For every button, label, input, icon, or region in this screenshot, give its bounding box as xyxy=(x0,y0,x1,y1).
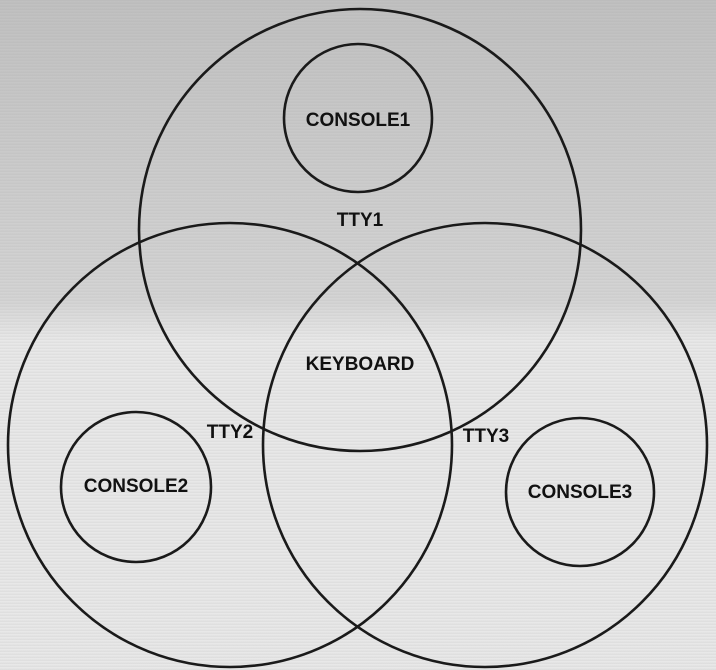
tty1-label: TTY1 xyxy=(337,210,384,231)
tty1-circle xyxy=(137,7,583,453)
tty3-circle xyxy=(261,221,709,669)
console1-circle xyxy=(282,42,434,194)
console1-label: CONSOLE1 xyxy=(306,110,411,131)
console3-label: CONSOLE3 xyxy=(528,482,633,503)
tty3-label: TTY3 xyxy=(463,426,509,447)
console2-label: CONSOLE2 xyxy=(84,476,189,497)
tty2-label: TTY2 xyxy=(207,422,253,443)
tty2-circle xyxy=(6,221,454,669)
keyboard-label: KEYBOARD xyxy=(306,354,415,375)
console2-circle xyxy=(59,410,213,564)
console3-circle xyxy=(504,416,656,568)
